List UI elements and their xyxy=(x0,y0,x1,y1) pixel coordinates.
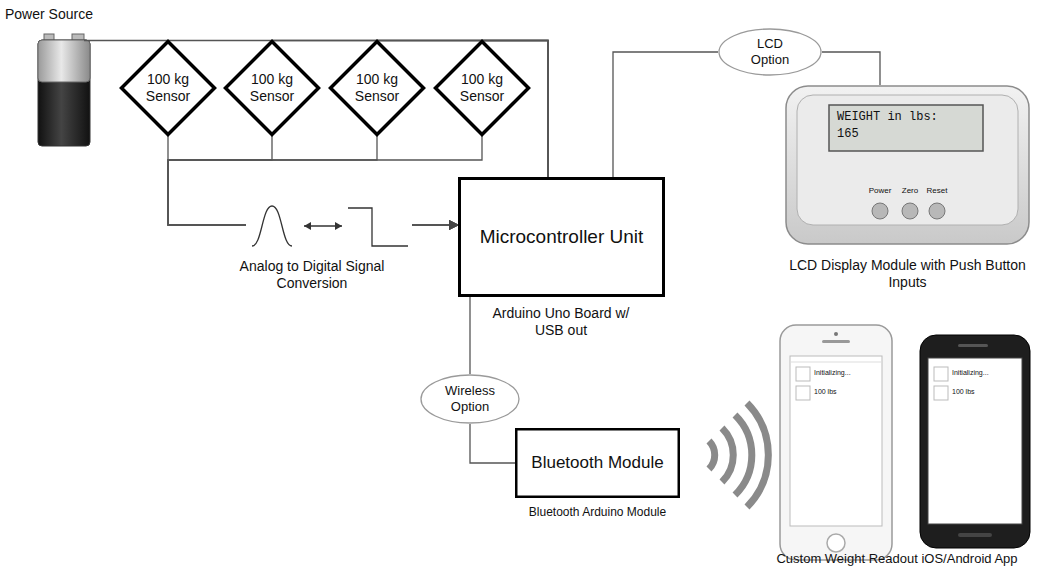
status-bar xyxy=(790,362,882,363)
battery-body xyxy=(38,40,90,146)
button-label: Power xyxy=(863,186,897,196)
button-label: Reset xyxy=(920,186,954,196)
box-title: Microcontroller Unit xyxy=(462,226,661,249)
device-face xyxy=(797,95,1018,225)
connector-wire xyxy=(470,424,515,463)
module-caption: LCD Display Module with Push Button Inpu… xyxy=(780,257,1035,291)
phone-camera xyxy=(834,332,838,336)
power-source-label: Power Source xyxy=(5,6,135,23)
button-label: Zero xyxy=(893,186,927,196)
nav-bar xyxy=(958,533,992,537)
connector-wire xyxy=(469,297,470,374)
battery-cap xyxy=(38,40,90,82)
app-screen-text: Initializing... xyxy=(952,369,1016,377)
ground-patch xyxy=(246,200,412,252)
wave-arc xyxy=(709,441,715,469)
board-caption: Arduino Uno Board w/ USB out xyxy=(491,305,631,339)
sensor-diamond: 100 kg Sensor xyxy=(434,40,530,136)
bidirectional-arrowheads xyxy=(304,222,342,230)
sensor-label: 100 kg Sensor xyxy=(135,71,201,105)
phone-screen xyxy=(790,356,882,526)
connector-wire xyxy=(272,41,548,178)
power-wire xyxy=(84,40,168,41)
app-icon xyxy=(796,386,810,400)
box-outline xyxy=(516,429,679,497)
diamond-outline xyxy=(226,42,319,135)
option-ellipse: Wireless Option xyxy=(420,374,520,424)
wave-arc xyxy=(747,403,768,507)
push-button xyxy=(902,203,918,219)
phone-speaker xyxy=(822,340,850,343)
node-outline xyxy=(785,85,1030,245)
diamond-outline xyxy=(436,42,529,135)
lcd-display-module: WEIGHT in lbs:165PowerZeroResetLCD Displ… xyxy=(785,85,1030,245)
connector-wire xyxy=(822,52,880,85)
connector-wire xyxy=(168,41,548,178)
wave-arc xyxy=(722,428,733,482)
option-label: LCD Option xyxy=(738,36,802,67)
ellipse-outline xyxy=(719,29,821,75)
app-icon xyxy=(796,367,810,381)
app-screen-text: 100 lbs xyxy=(814,388,876,396)
connector-wire xyxy=(613,52,718,177)
app-icon xyxy=(934,386,948,400)
sensor-diamond: 100 kg Sensor xyxy=(329,40,425,136)
diamond-outline xyxy=(122,42,215,135)
conversion-label: Analog to Digital Signal Conversion xyxy=(232,258,392,292)
digital-step-symbol xyxy=(348,208,408,246)
phone-speaker xyxy=(958,344,988,347)
app-icon xyxy=(934,367,948,381)
bluetooth-box: Bluetooth ModuleBluetooth Arduino Module xyxy=(515,428,680,498)
diamond-outline xyxy=(331,42,424,135)
sine-wave-symbol xyxy=(252,206,292,246)
iphone-illustration xyxy=(780,325,892,560)
option-ellipse: LCD Option xyxy=(718,28,822,76)
app-screen-text: 100 lbs xyxy=(952,388,1016,396)
module-caption: Bluetooth Arduino Module xyxy=(512,505,683,519)
home-button xyxy=(827,534,845,552)
box-outline xyxy=(460,179,664,296)
app-caption: Custom Weight Readout iOS/Android App xyxy=(752,551,1039,567)
push-button xyxy=(872,203,888,219)
lcd-screen-text: WEIGHT in lbs: xyxy=(837,110,975,124)
sensor-label: 100 kg Sensor xyxy=(449,71,515,105)
option-label: Wireless Option xyxy=(436,383,504,414)
sensor-label: 100 kg Sensor xyxy=(344,71,410,105)
lcd-screen xyxy=(829,105,983,151)
device-housing xyxy=(786,86,1029,244)
sensor-diamond: 100 kg Sensor xyxy=(224,40,320,136)
phone-body xyxy=(920,335,1030,548)
phone-body xyxy=(780,325,892,560)
android-illustration xyxy=(920,335,1030,548)
ellipse-outline xyxy=(421,375,519,423)
phone-screen xyxy=(928,358,1022,524)
wave-arc xyxy=(735,415,752,495)
wireless-waves xyxy=(709,403,768,507)
lcd-screen-value: 165 xyxy=(837,127,975,141)
battery-icon xyxy=(38,34,90,146)
sensor-label: 100 kg Sensor xyxy=(239,71,305,105)
push-button xyxy=(929,203,945,219)
microcontroller-box: Microcontroller UnitArduino Uno Board w/… xyxy=(458,177,665,297)
box-title: Bluetooth Module xyxy=(521,453,674,473)
sensor-diamond: 100 kg Sensor xyxy=(120,40,216,136)
app-screen-text: Initializing... xyxy=(814,369,876,377)
